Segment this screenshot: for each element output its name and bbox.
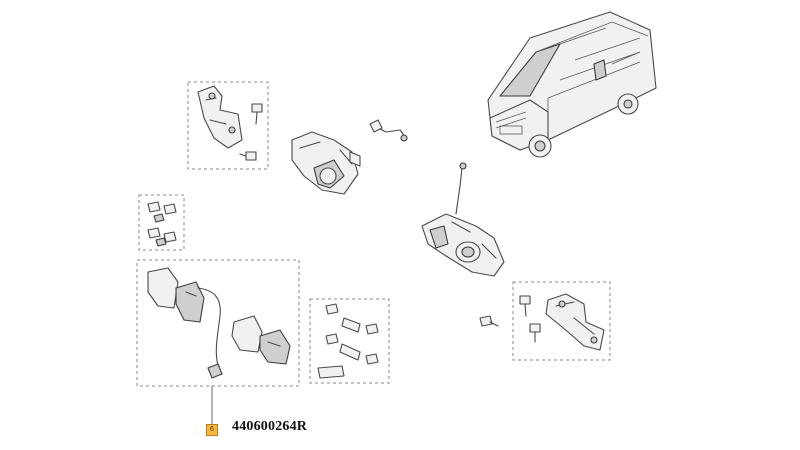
brake-caliper-icon (421, 162, 505, 277)
bolt-icon (239, 151, 257, 161)
pad-clip-icon (147, 201, 177, 247)
bolt-icon (519, 295, 531, 317)
brake-pad-set-group (136, 259, 300, 387)
bolt-icon (529, 323, 541, 343)
part-number-label: 440600264R (232, 419, 308, 434)
pad-clips-group (138, 194, 185, 251)
brake-caliper-icon (291, 131, 361, 195)
bolt-icon (479, 315, 499, 327)
wear-sensor-cable-icon (197, 287, 223, 379)
carrier-bracket-group (187, 81, 269, 170)
brake-pad-set-icon (147, 267, 291, 365)
guide-pin-kit-group (309, 298, 390, 384)
caliper-carrier-bracket-icon (197, 85, 243, 149)
brake-hose-pin-icon (369, 119, 408, 142)
caliper-carrier-group (512, 281, 611, 361)
reference-marker[interactable]: 6 (206, 424, 218, 436)
van-illustration-icon (487, 11, 657, 158)
caliper-carrier-icon (545, 293, 605, 351)
bolt-icon (251, 103, 263, 125)
guide-pin-icon (317, 303, 379, 379)
